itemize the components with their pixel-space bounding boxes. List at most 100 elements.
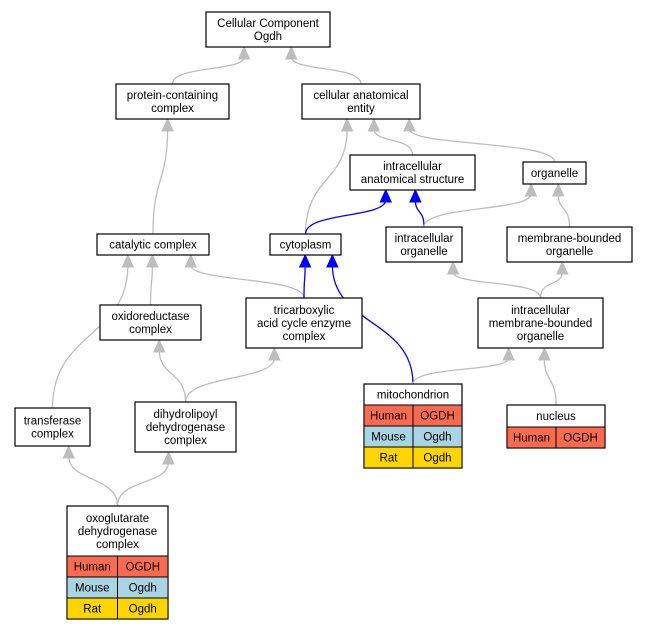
edge-line (152, 128, 169, 235)
node-box (99, 304, 202, 341)
species-label: Human (513, 433, 550, 445)
edge-transferase-complex-to-catalytic-complex (51, 253, 135, 409)
node-cytoplasm[interactable]: cytoplasm (269, 233, 342, 256)
node-label-line: entity (347, 103, 375, 115)
gene-label: Ogdh (129, 583, 157, 595)
edge-line (408, 128, 556, 163)
node-label-line: organelle (517, 331, 564, 343)
node-label-line: dihydrolipoyl (154, 409, 218, 421)
gene-label: Ogdh (423, 453, 451, 465)
arrowhead (524, 182, 538, 197)
edge-line (158, 349, 187, 403)
arrowhead (409, 188, 422, 203)
gene-cell (555, 426, 606, 449)
edge-line (190, 264, 305, 299)
arrowhead (538, 346, 551, 361)
node-label-line: cellular anatomical (313, 90, 408, 102)
arrowhead (551, 182, 565, 197)
node-box (96, 233, 210, 256)
edge-ogdh-complex-to-dihydrolipoyl-complex (116, 450, 175, 507)
node-label-line: cytoplasm (280, 240, 332, 252)
node-label-line: membrane-bounded (518, 233, 622, 245)
node-label-line: tricarboxylic (274, 305, 335, 317)
species-label: Rat (380, 453, 399, 465)
node-label-line: organelle (531, 168, 578, 180)
species-label: Mouse (371, 432, 406, 444)
arrowhead (367, 117, 381, 132)
arrowhead (502, 346, 515, 361)
node-box (301, 83, 421, 120)
gene-label: Ogdh (423, 432, 451, 444)
edge-line (557, 193, 571, 228)
node-label-line: Ogdh (254, 31, 282, 43)
gene-cell (117, 597, 169, 620)
node-label-line: intracellular (511, 305, 570, 317)
edge-tca-complex-to-catalytic-complex (184, 253, 305, 299)
edge-line (116, 461, 170, 507)
node-label-line: protein-containing (127, 90, 218, 102)
gene-label: OGDH (420, 411, 455, 423)
node-label-line: complex (31, 429, 74, 441)
arrowhead (403, 117, 416, 132)
node-catalytic-complex[interactable]: catalytic complex (96, 233, 210, 256)
gene-cell (412, 446, 463, 469)
arrowhead (326, 253, 339, 268)
edge-line (539, 271, 563, 299)
edge-dihydrolipoyl-complex-to-oxidoreductase-complex (152, 338, 187, 403)
node-organelle[interactable]: organelle (522, 161, 587, 185)
node-label-line: organelle (546, 246, 593, 258)
node-label-line: transferase (24, 416, 82, 428)
edge-intracellular-mb-organelle-to-intracellular-organelle (446, 260, 542, 299)
arrowhead (284, 45, 298, 60)
node-label-line: mitochondrion (377, 390, 449, 402)
edge-line (331, 264, 414, 385)
edge-intracellular-structure-to-cellular-entity (367, 117, 414, 156)
node-label-line: membrane-bounded (489, 318, 593, 330)
node-box (115, 83, 230, 120)
edge-intracellular-organelle-to-intracellular-structure (409, 188, 425, 228)
edge-intracellular-organelle-to-organelle (423, 182, 538, 228)
species-label: Mouse (75, 583, 110, 595)
edge-dihydrolipoyl-complex-to-tca-complex (184, 346, 281, 403)
node-box (385, 226, 463, 263)
edge-line (373, 128, 414, 156)
edge-line (68, 455, 119, 507)
edge-protein-complex-to-root (171, 45, 251, 85)
gene-label: OGDH (563, 433, 598, 445)
edge-line (414, 199, 425, 228)
edge-line (290, 56, 362, 85)
edge-cytoplasm-to-cellular-entity (304, 117, 354, 235)
gene-label: OGDH (126, 562, 161, 574)
arrowhead (161, 117, 174, 132)
node-box (134, 401, 237, 453)
edge-line (543, 357, 557, 406)
edge-line (171, 56, 245, 85)
node-box (269, 233, 342, 256)
edges-layer (51, 45, 571, 507)
edge-line (304, 128, 348, 235)
arrowhead (340, 117, 354, 132)
node-box (205, 11, 331, 48)
node-label-line: intracellular (395, 233, 454, 245)
edge-line (423, 193, 532, 228)
edge-membrane-bounded-organelle-to-organelle (551, 182, 571, 228)
arrowhead (237, 45, 251, 60)
edge-catalytic-complex-to-protein-complex (152, 117, 174, 235)
arrowhead (555, 260, 569, 275)
node-label-line: intracellular (383, 161, 442, 173)
